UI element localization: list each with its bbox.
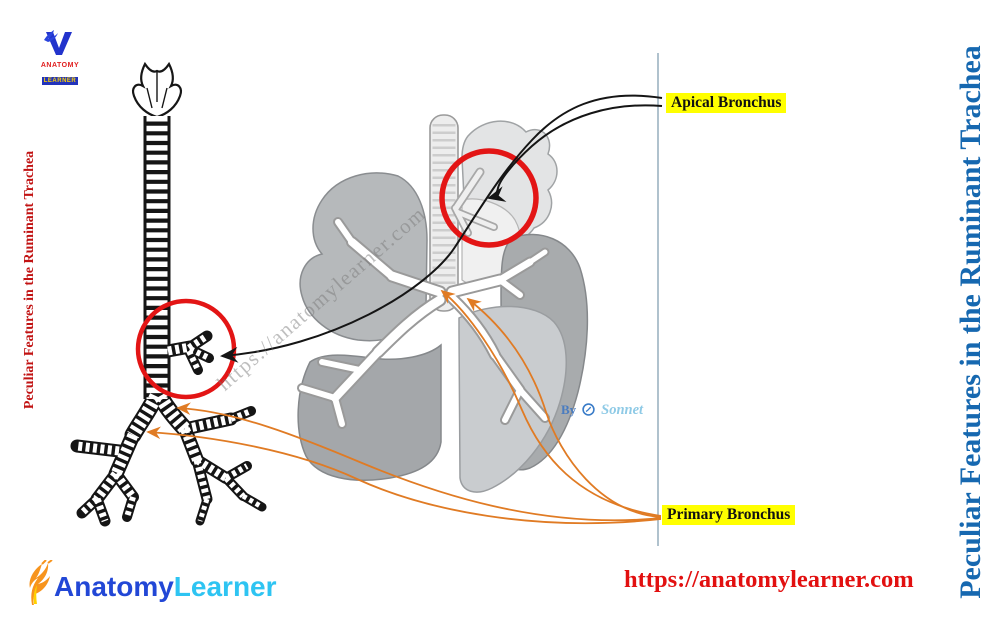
arrow-apical-to-trachea	[220, 94, 663, 363]
footer-url: https://anatomylearner.com	[624, 566, 914, 593]
apical-bronchus-label: Apical Bronchus	[666, 93, 787, 113]
footer-logo-learner: Learner	[173, 571, 277, 602]
header-logo-learner: LEARNER	[41, 77, 79, 85]
trachea-illustration	[77, 61, 262, 521]
arrow-primary-to-trachea-upper	[176, 402, 662, 522]
header-logo: ANATOMY LEARNER	[34, 30, 86, 87]
arrow-primary-to-trachea-lower	[146, 426, 662, 525]
highlight-circle-lungs	[439, 148, 539, 248]
footer-logo: AnatomyLearner	[20, 559, 277, 606]
apical-bronchus-arrows	[220, 94, 663, 363]
sonnet-logo-icon	[582, 403, 595, 421]
primary-bronchus-arrows	[146, 289, 662, 525]
arrow-apical-to-lungs	[487, 104, 663, 202]
header-logo-icon	[44, 30, 72, 55]
arrow-primary-to-hilum-left	[440, 289, 662, 517]
credit-by-text: By	[561, 402, 577, 417]
credit-sonnet-text: Sonnet	[601, 402, 644, 418]
footer-logo-gazelle-icon	[29, 559, 53, 605]
primary-bronchus-label: Primary Bronchus	[662, 505, 796, 525]
lungs-illustration	[298, 114, 589, 493]
credit-line: By Sonnet	[561, 401, 643, 421]
side-title-left: Peculiar Features in the Ruminant Trache…	[22, 150, 37, 410]
arrow-primary-to-hilum-right	[466, 297, 662, 518]
header-logo-anatomy: ANATOMY	[40, 62, 80, 69]
trachea-tube-dark	[77, 116, 262, 521]
side-title-right: Peculiar Features in the Ruminant Trache…	[954, 45, 987, 599]
footer-logo-anatomy: Anatomy	[54, 571, 174, 602]
